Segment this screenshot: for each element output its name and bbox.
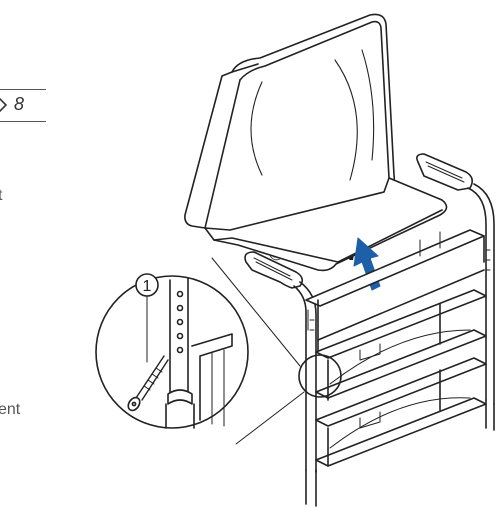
seat-frame <box>305 229 485 353</box>
left-armrest <box>244 251 317 473</box>
cropped-text-fragment-2: ent <box>0 401 21 418</box>
adjustment-hole <box>176 304 184 312</box>
seat-shell <box>184 13 448 272</box>
detail-leader-bottom <box>235 391 305 445</box>
magnified-detail <box>95 273 249 429</box>
frame-legs <box>305 249 495 507</box>
adjustment-hole <box>176 346 184 354</box>
adjustment-hole <box>176 290 184 298</box>
adjustment-hole <box>176 318 184 326</box>
detail-focus-circle <box>298 354 342 398</box>
callout-number: 1 <box>143 278 152 295</box>
tool-spec-box: 8 <box>0 89 46 122</box>
hex-key-size: 8 <box>14 94 25 114</box>
detail-leader-top <box>211 257 301 367</box>
right-armrest <box>416 153 495 405</box>
hex-key-icon <box>0 97 8 113</box>
adjustment-hole <box>176 332 184 340</box>
screw-icon <box>127 355 169 412</box>
frame-straps <box>315 289 487 467</box>
cropped-text-fragment: t <box>0 187 3 204</box>
